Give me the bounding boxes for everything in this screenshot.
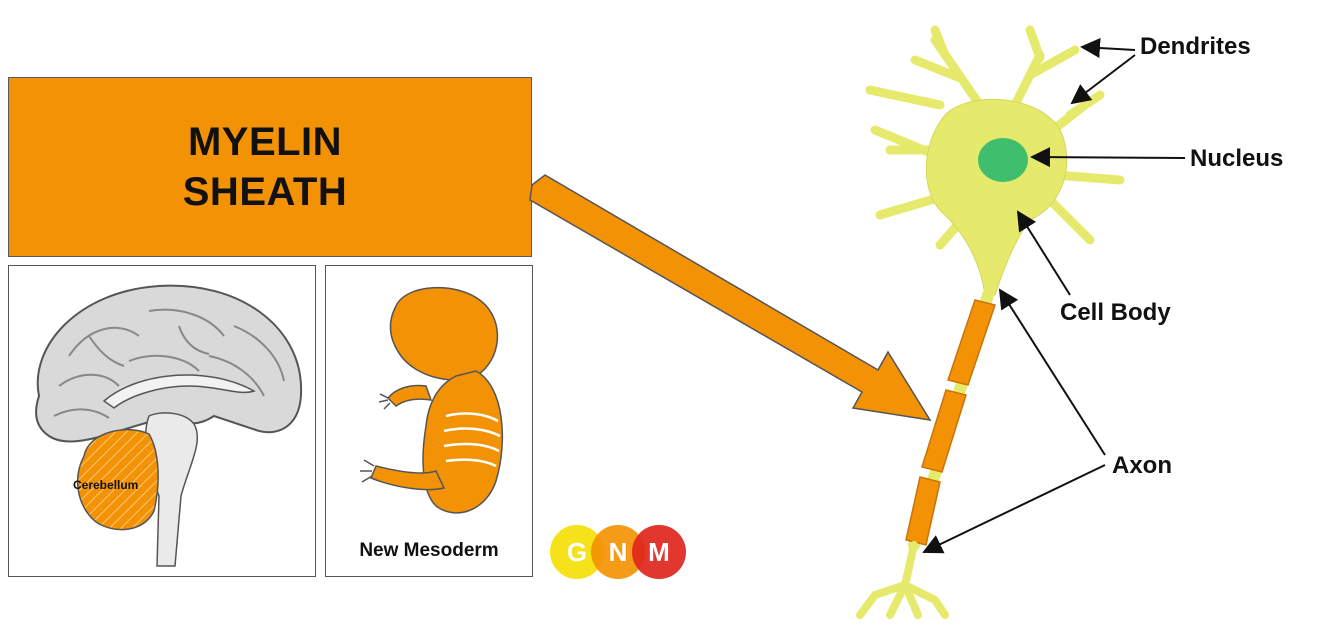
nucleus-label: Nucleus	[1190, 145, 1283, 173]
logo-letter-g: G	[567, 537, 587, 567]
dendrites-pointer	[1082, 47, 1135, 50]
cell-body-shape	[926, 99, 1067, 295]
dendrites-label: Dendrites	[1140, 33, 1251, 61]
nucleus-pointer	[1032, 157, 1185, 158]
nucleus-shape	[978, 138, 1028, 182]
myelin-segment	[948, 300, 995, 385]
axon-label: Axon	[1112, 452, 1172, 480]
myelin-segments	[906, 300, 995, 545]
cell-body-pointer	[1018, 212, 1070, 295]
logo-letter-m: M	[648, 537, 670, 567]
gnm-logo: G N M	[548, 523, 688, 581]
axon-terminals	[860, 545, 945, 615]
axon-pointer	[924, 465, 1105, 552]
logo-letter-n: N	[609, 537, 628, 567]
myelin-pointer-arrow	[530, 175, 930, 420]
cell-body-label: Cell Body	[1060, 299, 1171, 327]
myelin-segment	[922, 390, 966, 472]
myelin-segment	[906, 477, 940, 545]
